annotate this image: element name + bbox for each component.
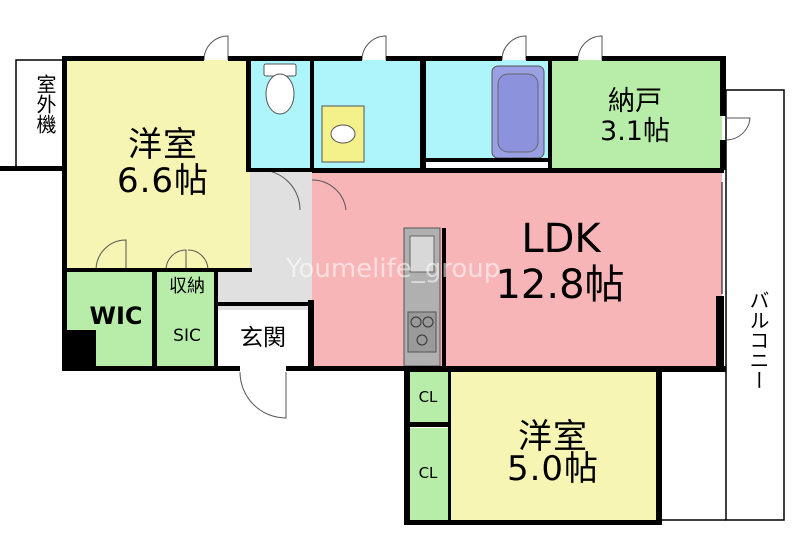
closet-lower-label: CL (418, 464, 438, 482)
western-room-2-name: 洋室 (518, 417, 588, 457)
western-room-2-size: 5.0帖 (506, 449, 600, 489)
sic-label: SIC (173, 326, 201, 346)
closet-lower-floor (408, 428, 448, 520)
door-swings (95, 35, 751, 419)
watermark: Youmelife_group (286, 254, 501, 284)
walls (0, 56, 726, 525)
ldk-floor (312, 170, 722, 367)
vanity-basin (330, 124, 356, 144)
kitchen-sink (409, 235, 435, 273)
balcony-outline (725, 89, 785, 521)
balcony-label: バルコニー (746, 290, 770, 390)
kitchen-stove (407, 311, 437, 353)
storeroom-floor (550, 60, 722, 168)
storeroom-size: 3.1帖 (600, 116, 670, 147)
bathtub-inner (497, 73, 539, 153)
western-room-1-size: 6.6帖 (116, 161, 210, 201)
western-room-1-name: 洋室 (128, 125, 198, 165)
western-room-1-floor (66, 60, 250, 270)
ldk-size: 12.8帖 (495, 262, 625, 308)
stove-burner (422, 316, 434, 328)
stove-burner (410, 316, 422, 328)
toilet-bowl (265, 73, 295, 115)
entrance-floor (216, 310, 312, 367)
stove-burner (416, 334, 428, 346)
storeroom-name: 納戸 (608, 86, 662, 117)
entrance-label: 玄関 (240, 325, 286, 351)
western-room-2-floor (448, 372, 658, 520)
ldk-name: LDK (521, 216, 601, 262)
window-marks (659, 182, 723, 516)
storage-label: 収納 (169, 276, 205, 297)
storage-floor (156, 270, 216, 305)
outdoor-unit-box (15, 59, 67, 171)
outdoor-unit-label: 室外機 (33, 74, 57, 134)
sic-floor (156, 305, 216, 367)
wic-label: WIC (89, 302, 143, 330)
closet-upper-label: CL (418, 388, 438, 406)
closet-upper-floor (408, 372, 448, 424)
